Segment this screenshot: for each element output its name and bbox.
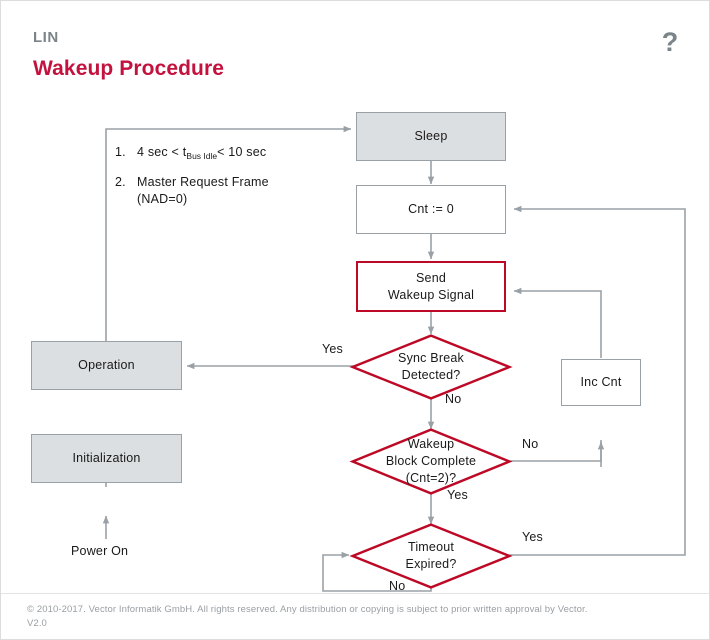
- note-text: Master Request Frame (NAD=0): [137, 174, 269, 209]
- note-number: 1.: [115, 145, 126, 159]
- edge-label-wakeup-yes: Yes: [447, 488, 468, 502]
- node-operation-label: Operation: [78, 358, 135, 373]
- node-inc-cnt-label: Inc Cnt: [580, 375, 622, 390]
- edge-label-sync-no: No: [445, 392, 462, 406]
- note-subscript: Bus Idle: [186, 151, 218, 161]
- footer-version: V2.0: [27, 618, 47, 630]
- diamond-shape: [349, 334, 513, 400]
- node-operation[interactable]: Operation: [31, 341, 182, 390]
- help-icon[interactable]: ?: [661, 27, 679, 57]
- node-inc-cnt[interactable]: Inc Cnt: [561, 359, 641, 406]
- send-wakeup-line-2: Wakeup Signal: [387, 287, 475, 302]
- node-cnt-init[interactable]: Cnt := 0: [356, 185, 506, 234]
- note-suffix: (NAD=0): [137, 192, 188, 206]
- node-sleep[interactable]: Sleep: [356, 112, 506, 161]
- note-number: 2.: [115, 174, 126, 189]
- header-eyebrow: LIN: [33, 29, 59, 46]
- send-wakeup-line-1: Send: [416, 270, 446, 285]
- note-item: 2. Master Request Frame (NAD=0): [115, 174, 345, 209]
- node-sleep-label: Sleep: [414, 129, 448, 144]
- note-suffix: < 10 sec: [217, 145, 267, 159]
- edge-label-sync-yes: Yes: [322, 342, 343, 356]
- note-prefix: Master Request Frame: [137, 174, 269, 189]
- node-initialization[interactable]: Initialization: [31, 434, 182, 483]
- edge-label-timeout-no: No: [389, 579, 406, 593]
- note-prefix: 4 sec < t: [137, 145, 187, 159]
- diamond-shape: [349, 523, 513, 589]
- diamond-shape: [349, 428, 513, 495]
- note-item: 1. 4 sec < tBus Idle< 10 sec: [115, 144, 345, 162]
- footer: © 2010-2017. Vector Informatik GmbH. All…: [1, 593, 709, 639]
- node-cnt-init-label: Cnt := 0: [408, 202, 454, 217]
- edge-label-timeout-yes: Yes: [522, 530, 543, 544]
- page-title: Wakeup Procedure: [33, 57, 225, 80]
- flowchart-diagram: 1. 4 sec < tBus Idle< 10 sec 2. Master R…: [1, 96, 709, 596]
- node-initialization-label: Initialization: [72, 451, 141, 466]
- note-list: 1. 4 sec < tBus Idle< 10 sec 2. Master R…: [115, 144, 345, 221]
- footer-copyright: © 2010-2017. Vector Informatik GmbH. All…: [27, 604, 588, 616]
- label-power-on: Power On: [71, 544, 129, 558]
- edge-label-wakeup-no: No: [522, 437, 539, 451]
- note-text: 4 sec < tBus Idle< 10 sec: [137, 144, 266, 162]
